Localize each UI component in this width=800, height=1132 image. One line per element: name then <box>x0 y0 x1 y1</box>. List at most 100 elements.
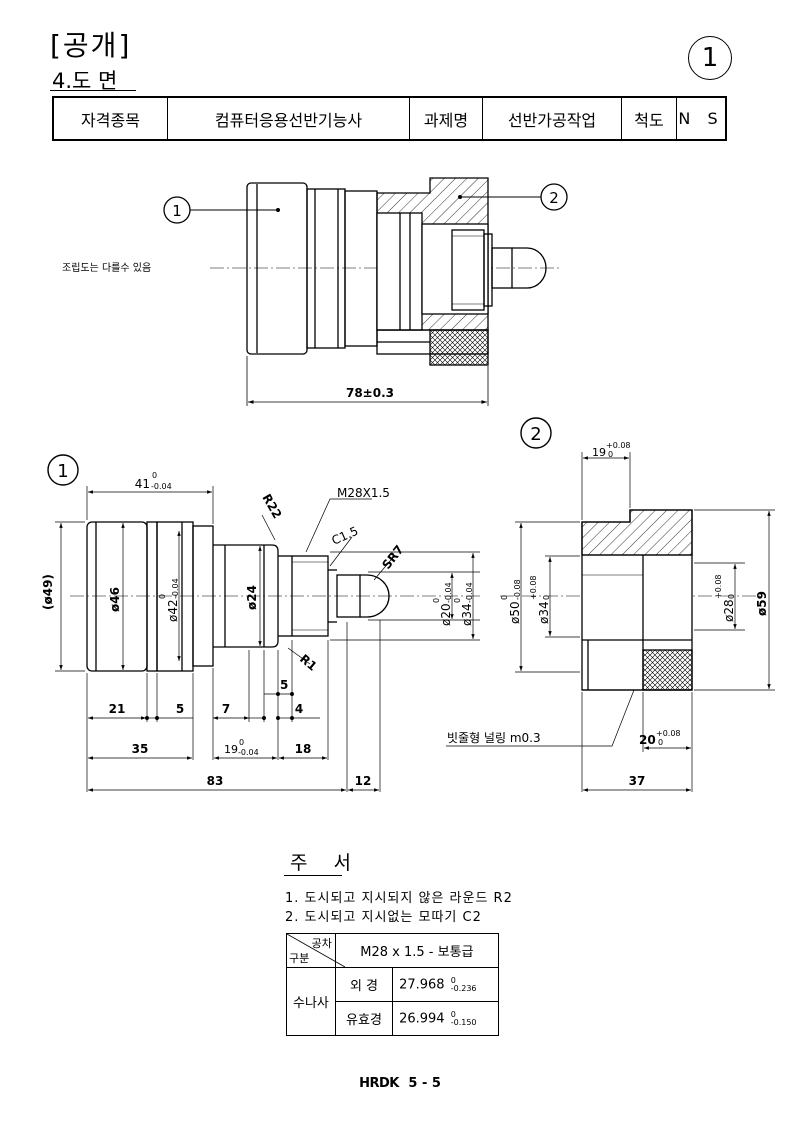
note-line-1: 1. 도시되고 지시되지 않은 라운드 R2 <box>285 891 513 906</box>
assembly-balloon-2: 2 <box>458 183 568 211</box>
svg-text:1: 1 <box>172 202 182 220</box>
part2-dimension-lines <box>446 452 775 792</box>
footer-brand-logo: HRDK <box>359 1076 399 1091</box>
corner-diagonal <box>287 934 345 967</box>
dim-35: 35 <box>132 742 149 756</box>
dim-d34-p2-tol-lo: 0 <box>542 595 551 600</box>
footer: HRDK 5 - 5 <box>0 1076 800 1091</box>
part1-view <box>70 521 480 672</box>
svg-text:1: 1 <box>57 461 68 482</box>
dim-41-tol-up: 0 <box>152 471 157 480</box>
dim-19-p2: 19 <box>592 446 606 459</box>
task-value: 선반가공작업 <box>482 96 622 141</box>
dim-d20-tol-lo: -0.04 <box>444 582 453 603</box>
dim-21: 21 <box>109 702 126 716</box>
dim-83: 83 <box>207 774 224 788</box>
svg-text:2: 2 <box>549 189 559 207</box>
tolerance-row1-tol-lo: -0.236 <box>450 983 477 993</box>
dim-d28: ø28 <box>722 599 736 622</box>
dim-37: 37 <box>629 774 646 788</box>
dim-d34-p2: ø34 <box>537 601 551 624</box>
part2-dimension-text: 19 +0.08 0 ø50 0 -0.08 ø34 +0.08 0 ø28 +… <box>447 441 769 788</box>
tolerance-row1-tol-up: 0 <box>450 975 456 985</box>
dim-5: 5 <box>176 702 184 716</box>
corner-top-label: 공차 <box>311 937 332 950</box>
dim-r1: R1 <box>297 652 319 674</box>
dim-d28-tol-lo: 0 <box>727 594 736 599</box>
footer-page: 5 - 5 <box>408 1076 441 1091</box>
dim-20: 20 <box>639 733 656 747</box>
part1-balloon: 1 <box>47 454 79 486</box>
dim-7: 7 <box>222 702 230 716</box>
notes-title: 주 서 <box>290 852 361 874</box>
tolerance-corner-cell: 공차 구분 <box>286 933 345 968</box>
dim-d20: ø20 <box>439 603 453 626</box>
dim-d34-tol-lo: -0.04 <box>465 582 474 603</box>
dim-thread: M28X1.5 <box>337 486 390 500</box>
part1-dimension-lines <box>55 486 480 792</box>
tolerance-header: M28 x 1.5 - 보통급 <box>334 933 499 968</box>
tolerance-row2-value-cell: 26.994 0 -0.150 <box>392 1001 499 1036</box>
tolerance-row2-value: 26.994 <box>399 1011 445 1026</box>
dim-20-tol-lo: 0 <box>658 738 663 747</box>
dim-d34: ø34 <box>460 603 474 626</box>
dim-sr7: SR7 <box>379 543 406 572</box>
note-line-2: 2. 도시되고 지시없는 모따기 C2 <box>285 910 482 925</box>
dim-d50-tol-lo: -0.08 <box>513 579 522 600</box>
assembly-balloon-1: 1 <box>163 196 280 224</box>
dim-19-tol-up: 0 <box>239 738 244 747</box>
svg-text:2: 2 <box>530 424 541 445</box>
part1-dimension-text: 41 0 -0.04 R22 M28X1.5 C1.5 SR7 (ø49) ø4… <box>41 471 474 788</box>
tolerance-group: 수나사 <box>286 967 336 1036</box>
dim-d59: ø59 <box>755 591 769 616</box>
sheet-number-balloon: 1 <box>688 36 732 80</box>
dim-d42-tol-up: 0 <box>158 594 167 599</box>
dim-d50-tol-up: 0 <box>500 595 509 600</box>
tolerance-row1-label: 외 경 <box>334 967 394 1002</box>
overall-length-label: 78±0.3 <box>346 386 394 400</box>
assembly-length-dim <box>246 356 489 406</box>
title-block: 자격종목 컴퓨터응용선반기능사 과제명 선반가공작업 척도 N S <box>52 96 727 141</box>
dim-19-p2-tol-up: +0.08 <box>606 441 631 450</box>
dim-c15: C1.5 <box>330 524 361 548</box>
dim-d46: ø46 <box>108 587 122 612</box>
tolerance-row2-label: 유효경 <box>334 1001 394 1036</box>
task-label: 과제명 <box>409 96 483 141</box>
assembly-view <box>210 177 560 366</box>
dim-4: 4 <box>295 702 303 716</box>
dim-d34-tol-up: 0 <box>453 598 462 603</box>
dim-18: 18 <box>295 742 312 756</box>
dim-d49: (ø49) <box>41 574 55 610</box>
tolerance-row1-value-cell: 27.968 0 -0.236 <box>392 967 499 1002</box>
notes-underline <box>284 875 342 876</box>
dim-20-tol-up: +0.08 <box>656 729 681 738</box>
dim-12: 12 <box>355 774 372 788</box>
assembly-note: 조립도는 다를수 있음 <box>62 261 151 274</box>
corner-bottom-label: 구분 <box>289 952 310 965</box>
dim-d20-tol-up: 0 <box>432 598 441 603</box>
dim-d34-p2-tol-up: +0.08 <box>529 575 538 600</box>
dim-d42: ø42 <box>166 599 180 622</box>
tolerance-row2-tol-lo: -0.150 <box>450 1017 477 1027</box>
scale-label: 척도 <box>621 96 677 141</box>
dim-d24: ø24 <box>245 585 259 610</box>
tolerance-row1-value: 27.968 <box>399 977 445 992</box>
tolerance-table: 공차 구분 M28 x 1.5 - 보통급 수나사 외 경 27.968 0 -… <box>286 933 499 1036</box>
dim-19-p2-tol-lo: 0 <box>608 450 613 459</box>
section-underline <box>50 90 136 91</box>
dim-d50: ø50 <box>508 601 522 624</box>
tolerance-row2-tol-up: 0 <box>450 1009 456 1019</box>
part2-view <box>500 509 760 691</box>
part2-balloon: 2 <box>520 417 552 449</box>
qualification-value: 컴퓨터응용선반기능사 <box>167 96 410 141</box>
dim-19: 19 <box>224 743 238 756</box>
dim-d42-tol-lo: -0.04 <box>171 578 180 599</box>
open-label: [공개] <box>50 29 132 62</box>
knurl-callout: 빗줄형 널링 m0.3 <box>447 731 541 745</box>
dim-5-small: 5 <box>280 678 288 692</box>
dim-d28-tol-up: +0.08 <box>714 574 723 599</box>
dim-19-tol-lo: -0.04 <box>238 748 259 757</box>
dim-41-tol-lo: -0.04 <box>151 482 172 491</box>
dim-41: 41 <box>135 477 150 491</box>
